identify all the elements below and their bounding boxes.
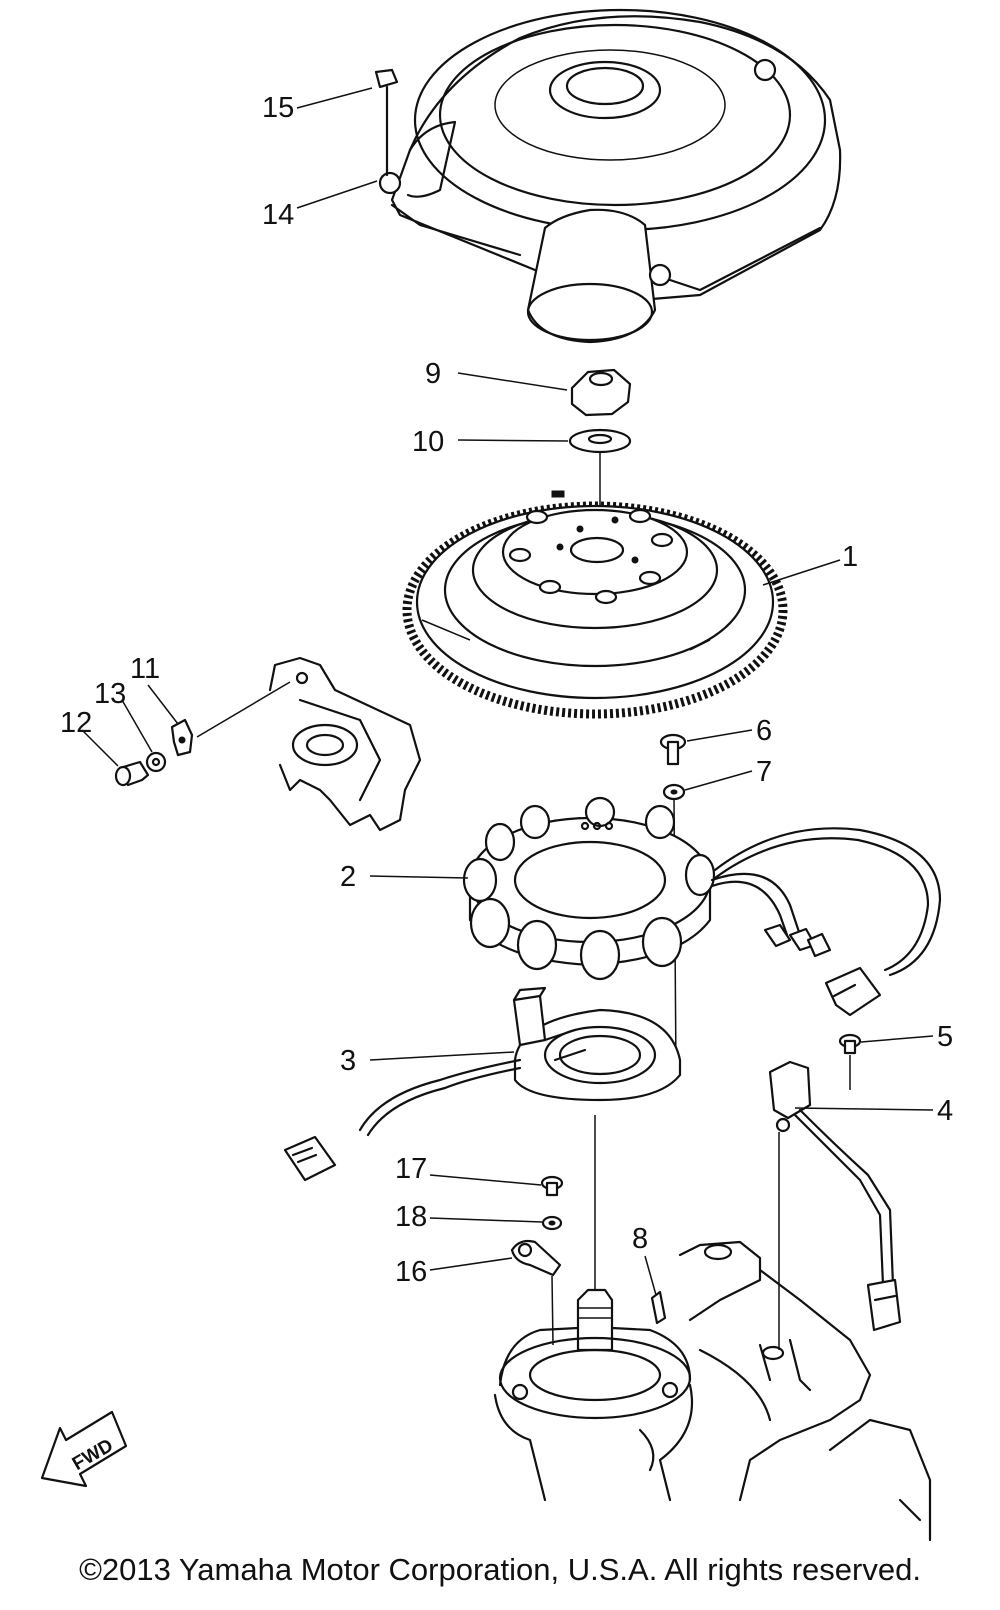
fwd-direction-arrow: FWD	[40, 1410, 128, 1488]
callout-6: 6	[756, 715, 772, 747]
callout-13: 13	[94, 678, 126, 710]
callout-10: 10	[412, 426, 444, 458]
flywheel-washer	[568, 428, 632, 454]
callout-17: 17	[395, 1153, 427, 1185]
woodruff-key	[650, 1290, 667, 1325]
callout-8: 8	[632, 1223, 648, 1255]
cover-screw	[374, 68, 399, 177]
clamp-screw	[540, 1175, 564, 1197]
callout-15: 15	[262, 92, 294, 124]
callout-1: 1	[842, 541, 858, 573]
callout-16: 16	[395, 1256, 427, 1288]
flywheel-nut	[570, 368, 632, 417]
stator-assembly	[462, 796, 942, 1017]
copyright-footer: ©2013 Yamaha Motor Corporation, U.S.A. A…	[79, 1552, 921, 1587]
callout-5: 5	[937, 1021, 953, 1053]
pulser-coil	[283, 986, 682, 1182]
flywheel-cover	[378, 8, 842, 344]
callout-3: 3	[340, 1045, 356, 1077]
flywheel-magnet	[402, 490, 788, 719]
rectifier-bolt	[838, 1033, 862, 1090]
cable-clamp	[510, 1239, 562, 1277]
clamp-washer	[541, 1215, 563, 1231]
callout-2: 2	[340, 861, 356, 893]
leader-lines	[81, 87, 934, 1296]
washer-13	[145, 751, 167, 773]
callout-18: 18	[395, 1201, 427, 1233]
stator-lock-washer	[662, 783, 686, 801]
callout-12: 12	[60, 707, 92, 739]
ground-bracket	[196, 656, 422, 832]
ground-plate	[170, 718, 194, 757]
powerhead-base	[493, 1240, 932, 1542]
callout-7: 7	[756, 756, 772, 788]
stator-bolt	[659, 733, 687, 766]
screw-12	[114, 760, 150, 787]
callout-4: 4	[937, 1095, 953, 1127]
callout-14: 14	[262, 199, 294, 231]
rectifier-regulator	[768, 1060, 902, 1332]
callout-9: 9	[425, 358, 441, 390]
callout-labels: 1 2 3 4 5 6 7 8 9 10 11 12 13 14 15 16 1…	[60, 92, 953, 1288]
callout-11: 11	[130, 653, 160, 685]
